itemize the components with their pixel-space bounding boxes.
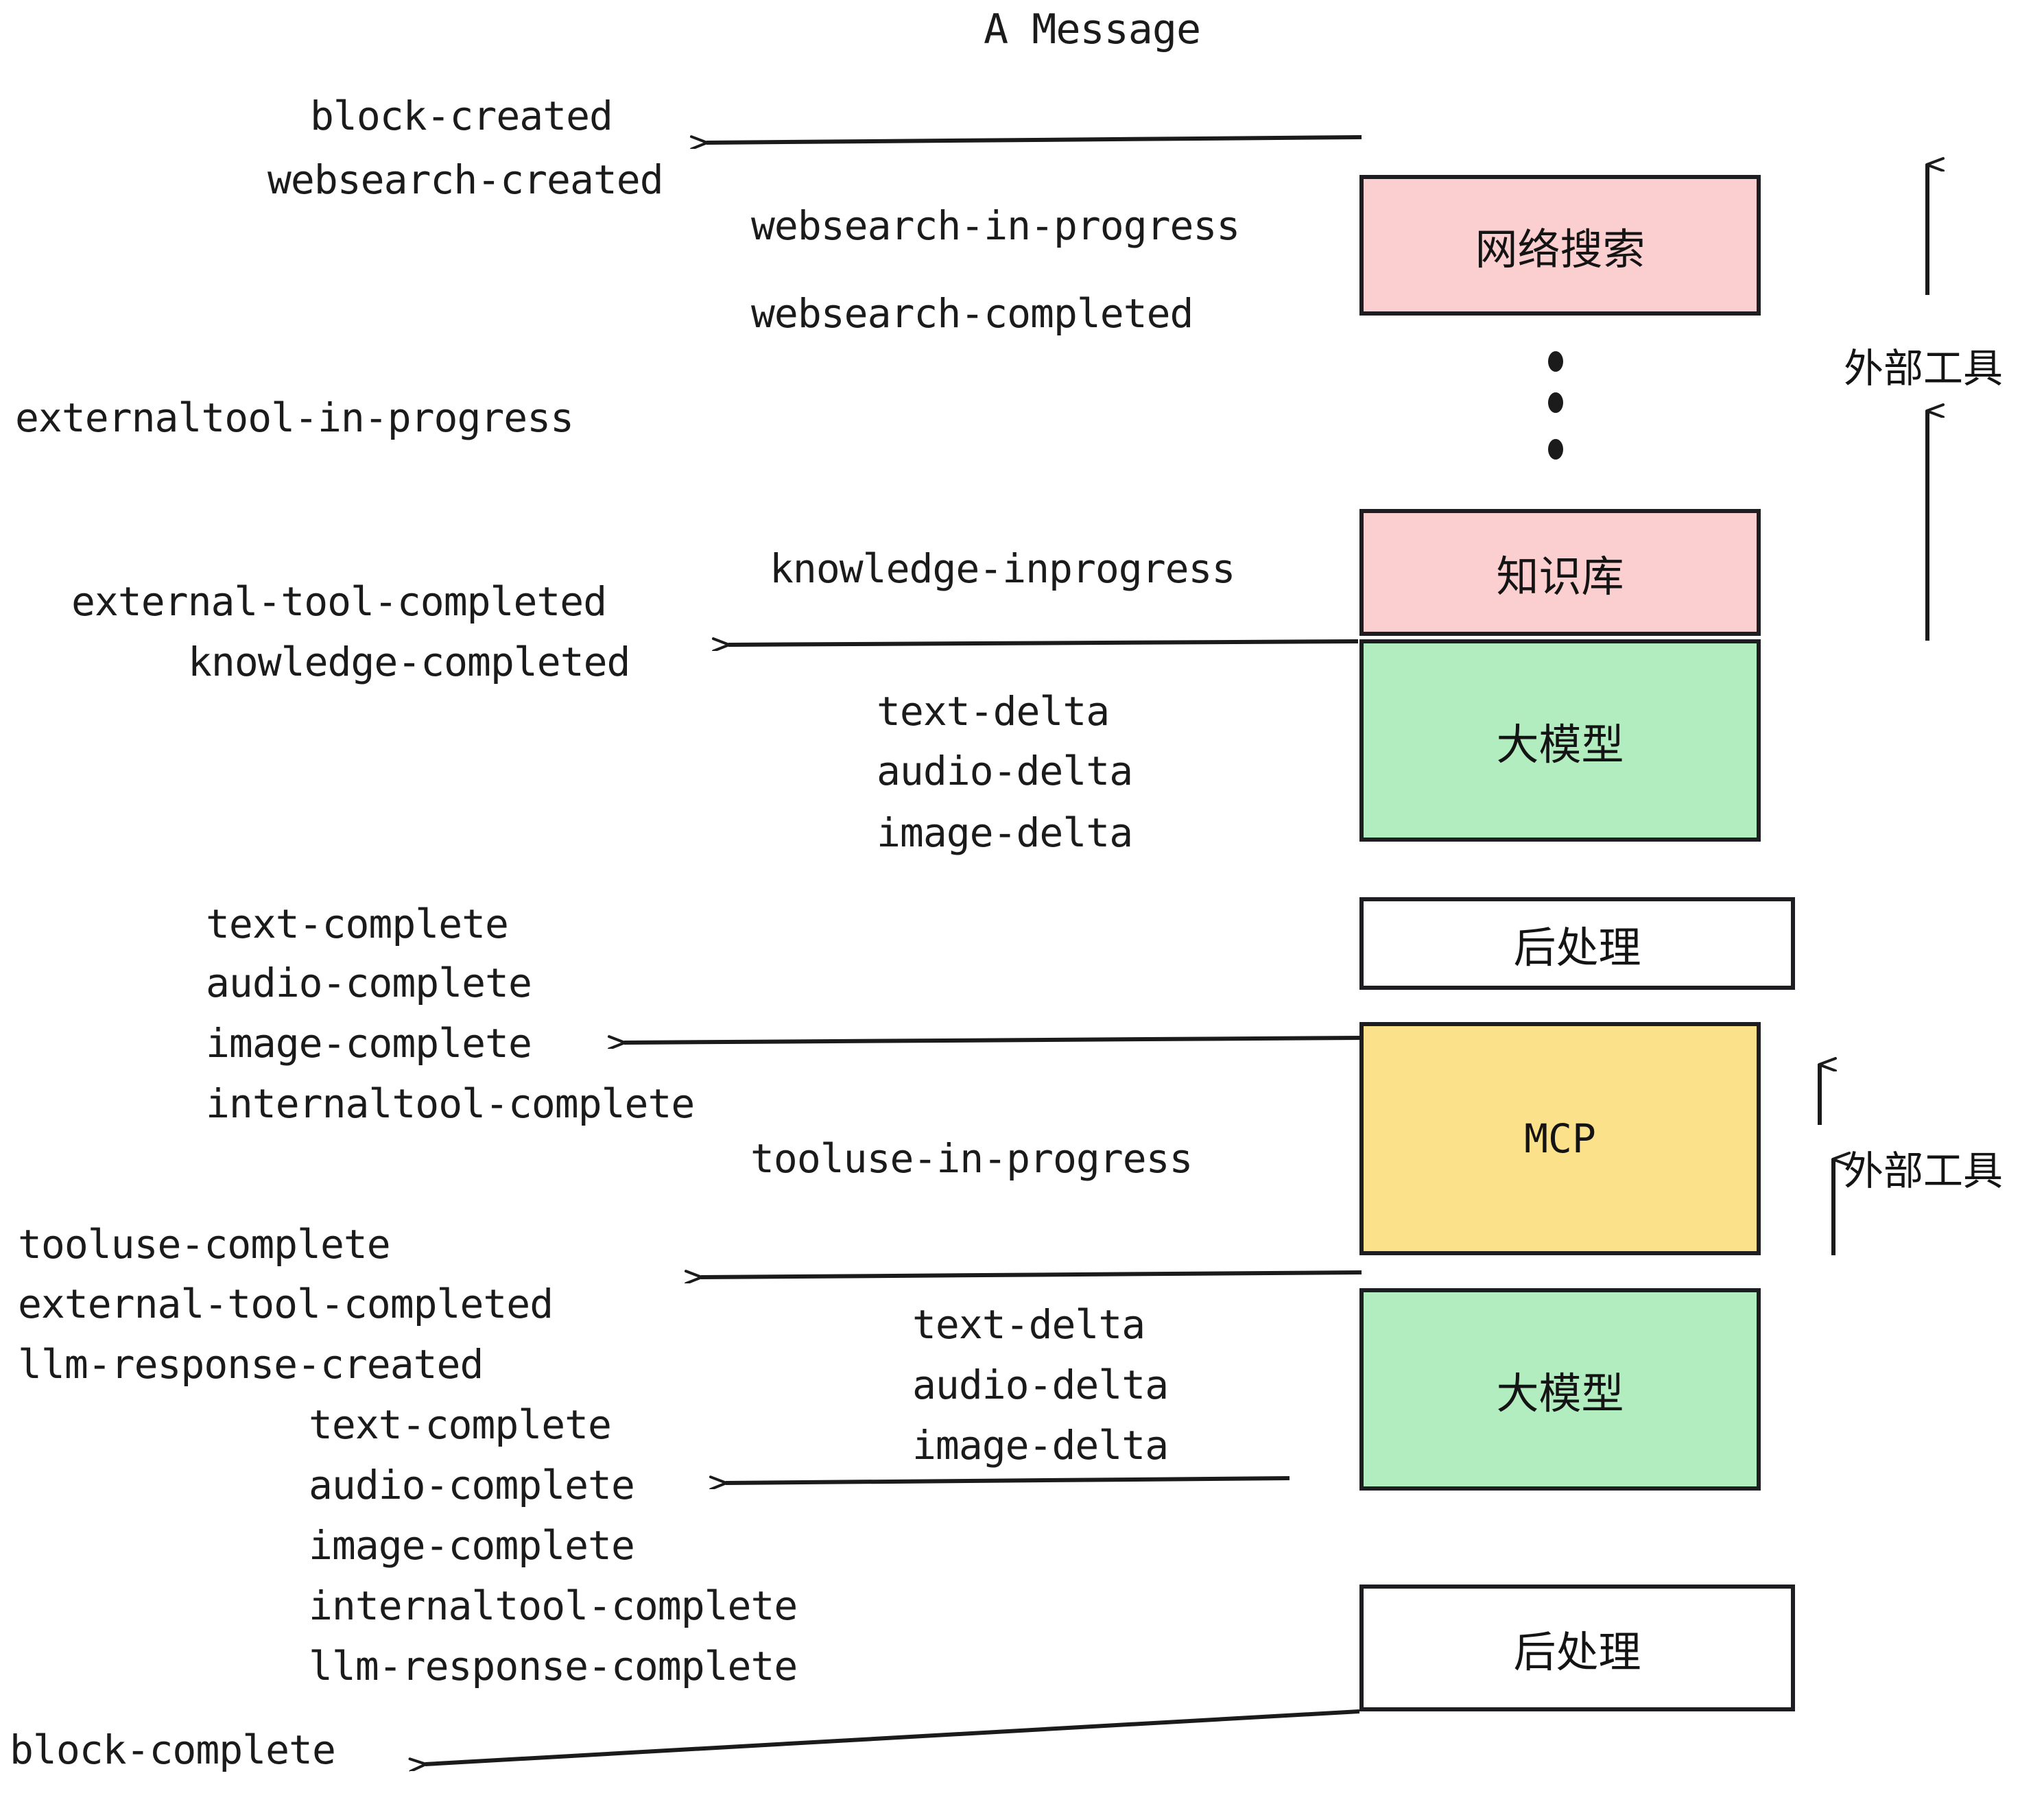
event-image-delta-2: image-delta <box>912 1422 1169 1469</box>
arrow-block-complete <box>425 1709 1360 1764</box>
event-image-complete-1: image-complete <box>206 1020 532 1067</box>
event-text-complete-2: text-complete <box>309 1401 612 1448</box>
double-arrow-external-tool-bottom <box>1818 1065 1833 1255</box>
node-postprocess-1-label: 后处理 <box>1513 922 1641 973</box>
event-llm-response-complete: llm-response-complete <box>309 1643 798 1689</box>
ellipsis-dot-3 <box>1548 439 1563 460</box>
event-tooluse-in-progress: tooluse-in-progress <box>750 1135 1193 1182</box>
event-tooluse-complete: tooluse-complete <box>18 1221 391 1268</box>
node-llm-1: 大模型 <box>1359 639 1761 842</box>
arrow-knowledge-completed <box>728 641 1359 645</box>
event-knowledge-completed: knowledge-completed <box>188 639 630 685</box>
event-text-complete-1: text-complete <box>206 901 509 947</box>
ellipsis-dot-1 <box>1548 351 1563 372</box>
node-websearch: 网络搜索 <box>1359 175 1761 316</box>
event-websearch-completed: websearch-completed <box>751 290 1193 337</box>
event-image-delta-1: image-delta <box>877 809 1133 856</box>
arrow-external-tool-completed-2 <box>701 1272 1362 1277</box>
event-audio-complete-2: audio-complete <box>309 1462 635 1508</box>
arrow-image-complete-1 <box>624 1038 1362 1043</box>
arrow-audio-complete-2 <box>726 1478 1290 1483</box>
event-text-delta-1: text-delta <box>877 688 1110 735</box>
event-websearch-created: websearch-created <box>268 156 664 203</box>
node-knowledge-label: 知识库 <box>1496 551 1624 602</box>
node-postprocess-2-label: 后处理 <box>1513 1626 1641 1677</box>
event-websearch-in-progress: websearch-in-progress <box>751 202 1240 249</box>
event-internaltool-complete-1: internaltool-complete <box>206 1080 695 1127</box>
node-llm-2-label: 大模型 <box>1496 1368 1624 1419</box>
node-postprocess-2: 后处理 <box>1359 1585 1795 1711</box>
node-knowledge: 知识库 <box>1359 509 1761 636</box>
node-mcp-label: MCP <box>1524 1115 1596 1162</box>
ellipsis-dot-2 <box>1548 392 1563 413</box>
event-knowledge-inprogress: knowledge-inprogress <box>770 545 1235 592</box>
event-internaltool-complete-2: internaltool-complete <box>309 1582 798 1629</box>
event-block-created: block-created <box>310 93 613 139</box>
event-external-tool-completed-2: external-tool-completed <box>18 1281 554 1327</box>
node-llm-2: 大模型 <box>1359 1288 1761 1491</box>
event-externaltool-in-progress: externaltool-in-progress <box>15 394 574 441</box>
event-audio-delta-1: audio-delta <box>877 748 1133 794</box>
node-mcp: MCP <box>1359 1022 1761 1255</box>
event-external-tool-completed-1: external-tool-completed <box>71 578 607 625</box>
node-websearch-label: 网络搜索 <box>1475 224 1645 274</box>
diagram-title: A Message <box>984 5 1201 54</box>
event-llm-response-created: llm-response-created <box>18 1341 484 1388</box>
event-audio-complete-1: audio-complete <box>206 960 532 1006</box>
arrow-websearch-created <box>706 135 1362 143</box>
event-block-complete: block-complete <box>10 1726 336 1773</box>
event-audio-delta-2: audio-delta <box>912 1362 1169 1408</box>
side-label-external-tool-top: 外部工具 <box>1844 345 2004 392</box>
node-postprocess-1: 后处理 <box>1359 897 1795 990</box>
event-image-complete-2: image-complete <box>309 1522 635 1569</box>
side-label-external-tool-bottom: 外部工具 <box>1844 1148 2004 1194</box>
node-llm-1-label: 大模型 <box>1496 719 1624 770</box>
event-text-delta-2: text-delta <box>912 1301 1145 1348</box>
